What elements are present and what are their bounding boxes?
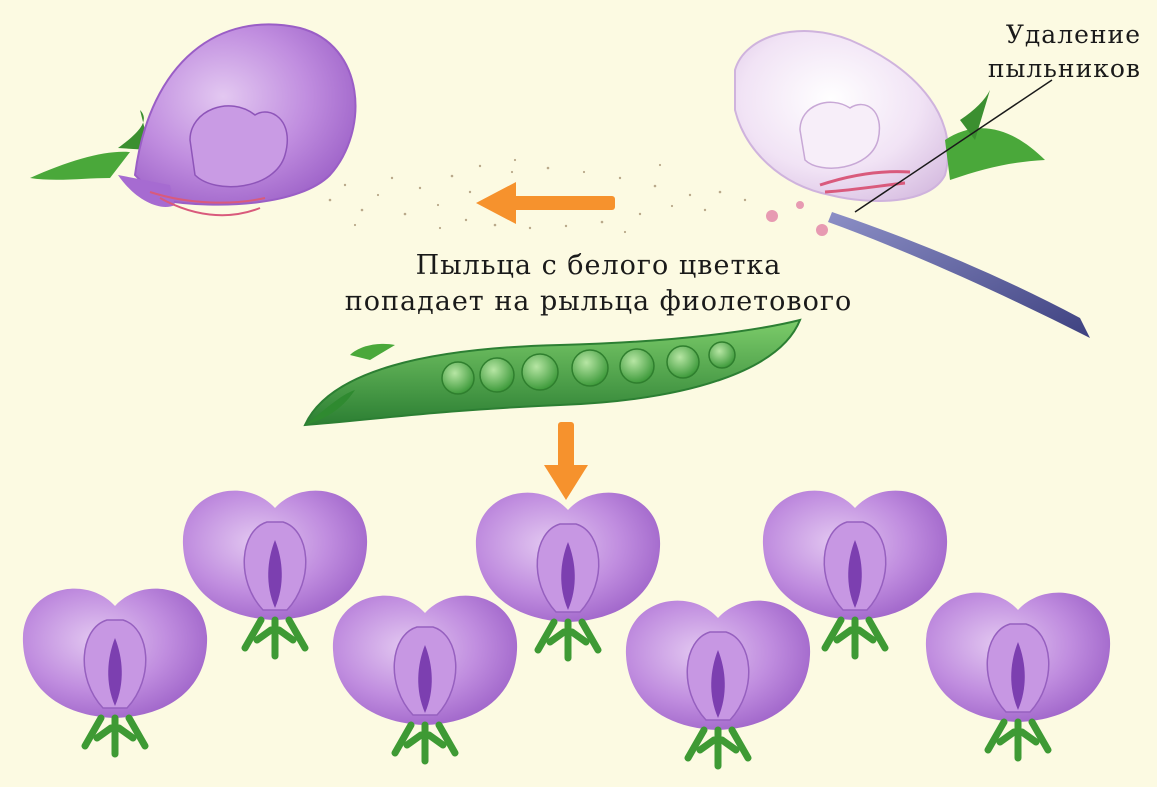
offspring-flower <box>626 601 810 766</box>
offspring-flower <box>333 596 517 761</box>
arrow-left <box>476 182 615 224</box>
caption-line2: попадает на рыльца фиолетового <box>40 284 1157 320</box>
anther-removal-line1: Удаление <box>988 18 1141 52</box>
arrow-down <box>544 422 588 500</box>
offspring-flowers <box>23 491 1110 766</box>
offspring-flower <box>23 589 207 754</box>
purple-flower <box>30 24 355 215</box>
anther-removal-line2: пыльников <box>988 52 1141 86</box>
pollination-caption: Пыльца с белого цветка попадает на рыльц… <box>0 248 1157 320</box>
caption-line1: Пыльца с белого цветка <box>40 248 1157 284</box>
offspring-flower <box>926 593 1110 758</box>
anther-removal-label: Удаление пыльников <box>988 18 1141 86</box>
